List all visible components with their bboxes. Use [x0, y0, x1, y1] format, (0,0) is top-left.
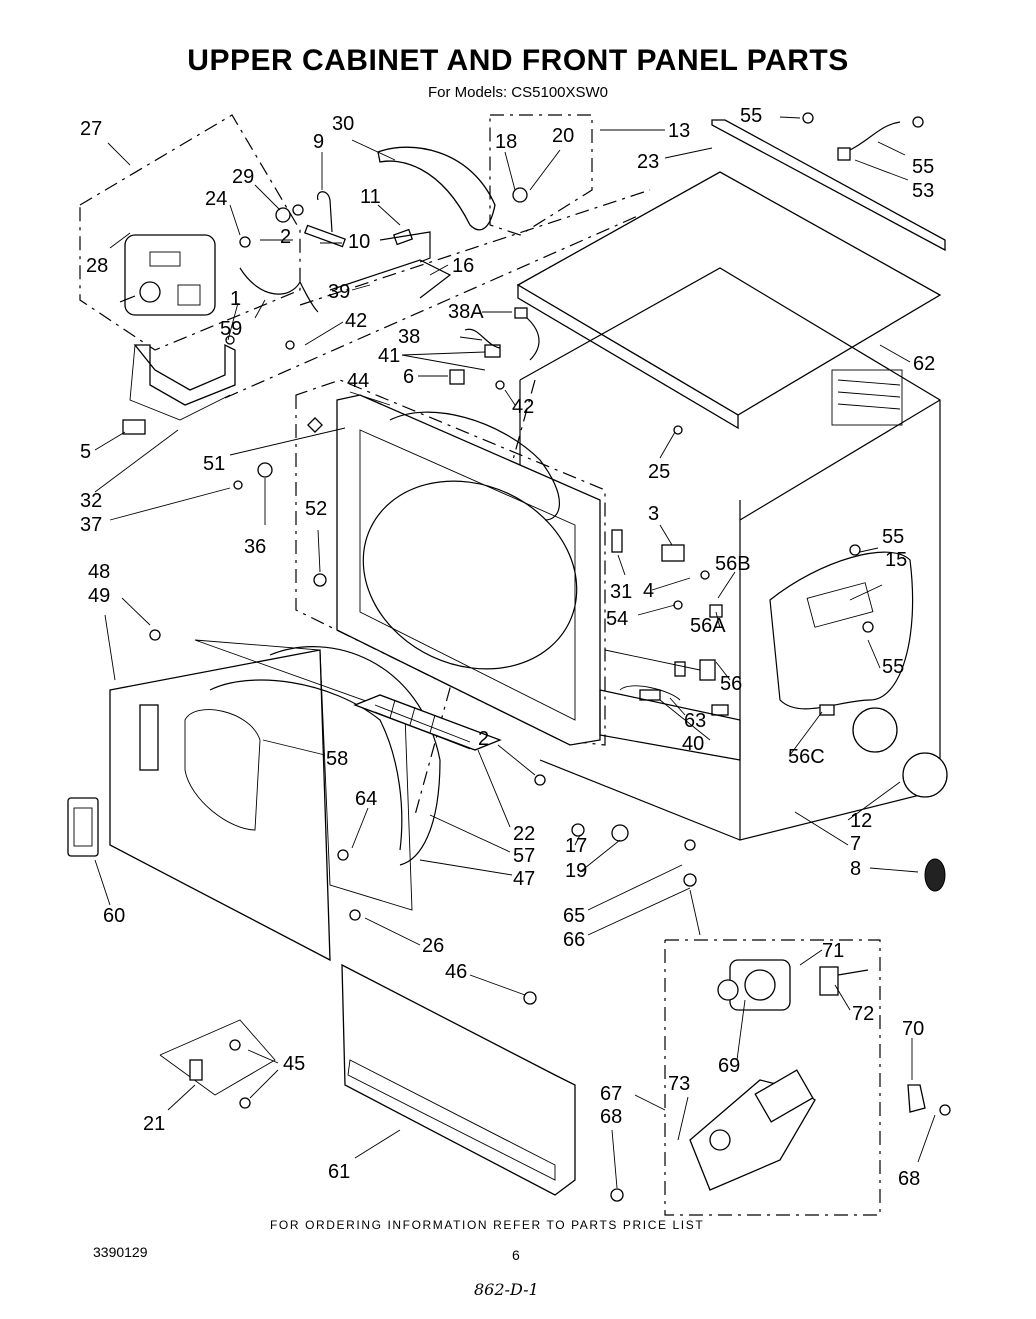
callout-9: 9 [313, 131, 324, 153]
callout-64: 64 [355, 788, 377, 810]
callout-56a-number: 56 [690, 615, 712, 637]
callout-29: 29 [232, 166, 254, 188]
callout-23: 23 [637, 151, 659, 173]
page-number: 6 [512, 1247, 520, 1263]
callout-11: 11 [360, 186, 381, 208]
callout-5: 5 [80, 441, 91, 463]
callout-62: 62 [913, 353, 935, 375]
callout-56c-number: 56 [788, 746, 810, 768]
callout-47: 47 [513, 868, 535, 890]
callout-26: 26 [422, 935, 444, 957]
handwritten-code: 862-D-1 [474, 1280, 539, 1299]
callout-3: 3 [648, 503, 659, 525]
callout-labels: 27 30 9 18 20 13 55 23 55 53 29 24 11 2 … [80, 105, 935, 1190]
callout-15: 15 [885, 549, 907, 571]
callout-2-top: 2 [280, 226, 291, 248]
callout-56c: 56C [788, 746, 825, 768]
callout-55-side-upper: 55 [882, 526, 904, 548]
callout-28: 28 [86, 255, 108, 277]
callout-39: 39 [328, 281, 350, 303]
callout-44: 44 [347, 370, 369, 392]
callout-2-mid: 2 [478, 728, 489, 750]
callout-38a-number: 38 [448, 301, 470, 323]
callout-61: 61 [328, 1161, 350, 1183]
callout-67: 67 [600, 1083, 622, 1105]
callout-56b: 56B [715, 553, 751, 575]
callout-27: 27 [80, 118, 102, 140]
callout-24: 24 [205, 188, 227, 210]
callout-31: 31 [610, 581, 632, 603]
callout-32: 32 [80, 490, 102, 512]
callout-66: 66 [563, 929, 585, 951]
callout-40: 40 [682, 733, 704, 755]
callout-69: 69 [718, 1055, 740, 1077]
grille-pattern [374, 699, 471, 750]
callout-55-right: 55 [912, 156, 934, 178]
callout-56: 56 [720, 673, 742, 695]
callout-70: 70 [902, 1018, 924, 1040]
callout-42-mid: 42 [512, 396, 534, 418]
callout-36: 36 [244, 536, 266, 558]
callout-38a-suffix: A [470, 301, 484, 323]
callout-63: 63 [684, 710, 706, 732]
callout-56b-suffix: B [737, 553, 750, 575]
callout-72: 72 [852, 1003, 874, 1025]
callout-19: 19 [565, 860, 587, 882]
callout-52: 52 [305, 498, 327, 520]
callout-20: 20 [552, 125, 574, 147]
callout-1: 1 [230, 288, 241, 310]
callout-68-left: 68 [600, 1106, 622, 1128]
ordering-note: FOR ORDERING INFORMATION REFER TO PARTS … [270, 1218, 705, 1232]
callout-12: 12 [850, 810, 872, 832]
callout-25: 25 [648, 461, 670, 483]
callout-6: 6 [403, 366, 414, 388]
callout-8: 8 [850, 858, 861, 880]
leader-lines [94, 116, 936, 1189]
callout-45: 45 [283, 1053, 305, 1075]
callout-53: 53 [912, 180, 934, 202]
model-subtitle: For Models: CS5100XSW0 [427, 84, 609, 101]
callout-41: 41 [378, 345, 400, 367]
callout-10: 10 [348, 231, 370, 253]
callout-56a-suffix: A [712, 615, 726, 637]
callout-56c-suffix: C [810, 746, 824, 768]
callout-54: 54 [606, 608, 628, 630]
page-title: UPPER CABINET AND FRONT PANEL PARTS [187, 44, 849, 77]
callout-38: 38 [398, 326, 420, 348]
callout-56a: 56A [690, 615, 726, 637]
callout-49: 49 [88, 585, 110, 607]
callout-71: 71 [822, 940, 844, 962]
callout-60: 60 [103, 905, 125, 927]
callout-22: 22 [513, 823, 535, 845]
callout-7: 7 [850, 833, 861, 855]
callout-68-right: 68 [898, 1168, 920, 1190]
callout-73: 73 [668, 1073, 690, 1095]
callout-55-side-lower: 55 [882, 656, 904, 678]
callout-38a: 38A [448, 301, 484, 323]
callout-57: 57 [513, 845, 535, 867]
callout-30: 30 [332, 113, 354, 135]
fasteners [149, 112, 951, 1202]
callout-4: 4 [643, 580, 654, 602]
callout-48: 48 [88, 561, 110, 583]
callout-59: 59 [220, 318, 242, 340]
callout-65: 65 [563, 905, 585, 927]
document-number: 3390129 [93, 1244, 148, 1260]
callout-21: 21 [143, 1113, 165, 1135]
callout-17: 17 [565, 835, 587, 857]
callout-16: 16 [452, 255, 474, 277]
callout-18: 18 [495, 131, 517, 153]
callout-42-top: 42 [345, 310, 367, 332]
callout-51: 51 [203, 453, 225, 475]
callout-56b-number: 56 [715, 553, 737, 575]
callout-13: 13 [668, 120, 690, 142]
line-art [67, 112, 951, 1216]
callout-58: 58 [326, 748, 348, 770]
callout-55-top: 55 [740, 105, 762, 127]
callout-37: 37 [80, 514, 102, 536]
callout-46: 46 [445, 961, 467, 983]
